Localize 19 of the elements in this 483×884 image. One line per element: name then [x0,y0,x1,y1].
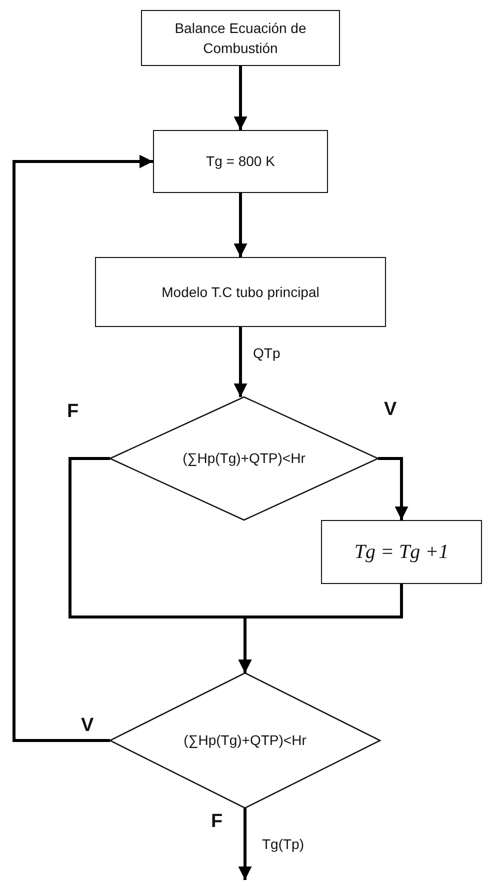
arrow [12,154,153,742]
process-box [95,257,386,327]
node-text: (∑Hp(Tg)+QTP)<Hr [184,731,306,750]
process-box [321,520,482,584]
arrow [234,66,248,130]
node-text: Tg = 800 K [206,152,275,172]
edge-label: QTp [252,346,282,360]
node-text: Tg = Tg +1 [354,540,449,564]
arrow [238,584,403,673]
process-box [153,130,328,193]
arrow [234,327,248,397]
output-label: Tg(Tp) [262,837,304,851]
process-box [141,10,340,66]
node-text: (∑Hp(Tg)+QTP)<Hr [182,449,306,468]
node-text: Modelo T.C tubo principal [162,282,320,302]
arrow [378,457,408,520]
arrow [238,808,252,880]
node-text: Balance Ecuación de Combustión [174,18,308,58]
arrow [234,193,248,257]
